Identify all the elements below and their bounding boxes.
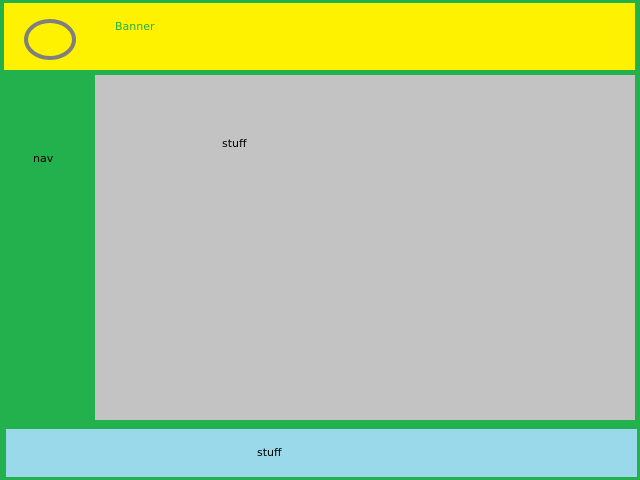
footer: stuff bbox=[6, 429, 637, 477]
banner: Banner bbox=[4, 3, 635, 70]
footer-text: stuff bbox=[257, 446, 282, 459]
banner-title: Banner bbox=[115, 20, 155, 33]
ring-icon bbox=[24, 19, 76, 60]
main-content-text: stuff bbox=[222, 137, 247, 150]
main-content: stuff bbox=[95, 75, 635, 420]
nav-label: nav bbox=[33, 152, 54, 165]
